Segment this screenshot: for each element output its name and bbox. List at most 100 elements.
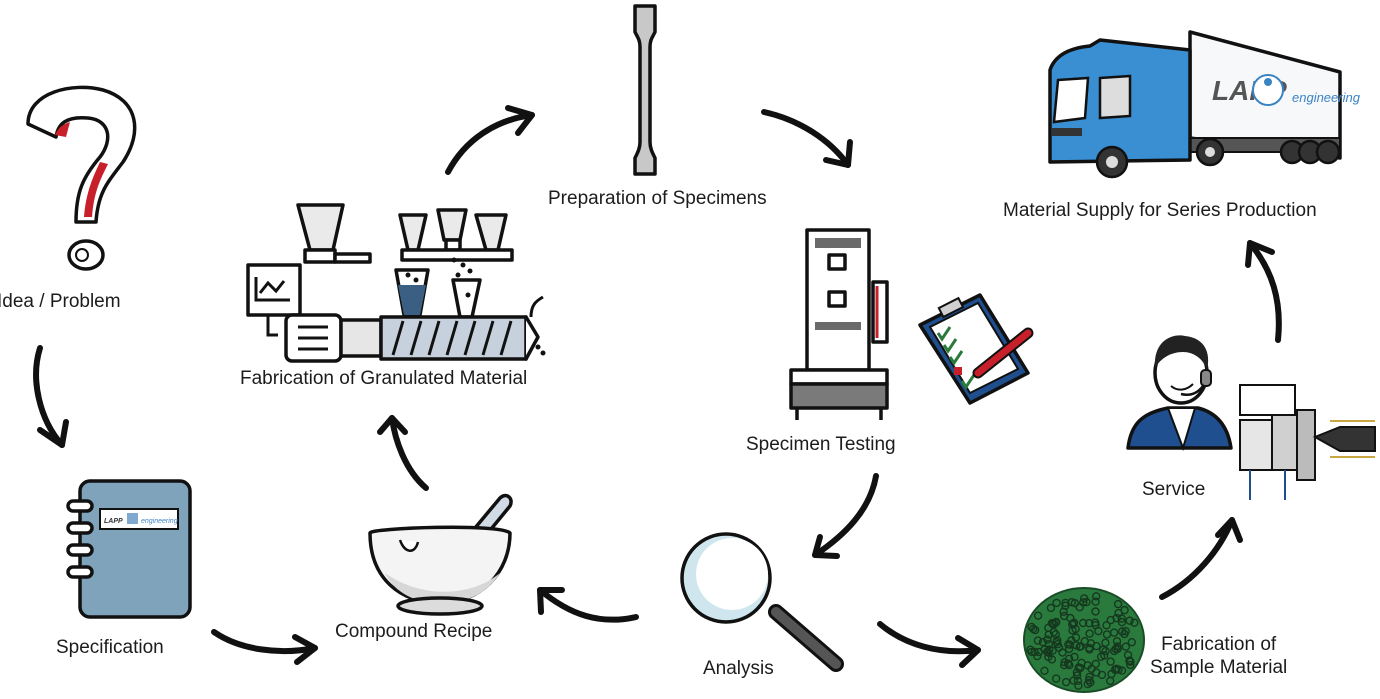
granule [1123,650,1133,660]
arrow-service-to-supply [1245,240,1282,343]
granule [1060,660,1069,670]
testing-machine-icon [789,228,889,420]
granule [1085,629,1094,638]
stage-label-idea: Idea / Problem [0,291,121,312]
arrow-analysis-to-compound [537,587,639,623]
granule [1102,621,1111,630]
granule [1051,618,1061,627]
granule [1113,642,1122,651]
granule [1027,622,1036,632]
granule [1117,618,1127,627]
arrow-analysis-to-sample [877,621,981,668]
granule [1080,637,1089,646]
service-agent-icon [1126,335,1233,452]
granule [1091,659,1101,669]
stage-label-analysis: Analysis [703,658,774,679]
granule [1075,603,1084,612]
stage-label-sample: Fabrication of Sample Material [1150,633,1287,679]
question-mark-icon [26,85,137,271]
granule [1047,655,1057,664]
granule [1097,670,1107,680]
granule [1052,638,1061,647]
granule [1048,646,1057,655]
stage-label-sample-line2: Sample Material [1150,657,1288,678]
granule [1047,619,1057,628]
arrow-testing-to-analysis [812,473,879,559]
truck-sub-text: engineering [1292,90,1361,105]
granule [1064,644,1074,654]
granule [1117,627,1127,636]
granule [1074,663,1083,672]
granule [1112,613,1121,623]
granule [1125,616,1134,625]
granule [1091,597,1100,606]
granule [1091,607,1100,616]
granule [1126,660,1135,670]
stage-label-testing: Specimen Testing [746,434,896,455]
stage-label-compound: Compound Recipe [335,621,493,642]
granule [1067,636,1076,645]
granule [1068,626,1077,635]
mortar-pestle-icon [368,493,513,616]
granule [1043,635,1052,644]
arrow-compound-to-granulate [377,415,429,491]
granule [1058,648,1067,657]
granule [1084,619,1094,628]
granule [1090,618,1100,627]
granule [1061,677,1071,687]
granule [1046,603,1056,613]
stage-label-sample-line1: Fabrication of [1161,634,1277,655]
svg-text:LAPP: LAPP [104,518,123,525]
granule [1080,594,1089,603]
granule [1120,605,1129,615]
granule [1072,641,1081,650]
granule [1049,627,1058,637]
granule [1044,640,1054,649]
granule [1029,624,1038,634]
arrow-granulate-to-specimens [445,105,535,175]
granule [1130,618,1139,627]
svg-text:engineering: engineering [141,518,178,525]
granule [1040,666,1049,676]
clipboard-icon [918,293,1034,405]
granule [1051,630,1060,639]
granule [1084,675,1094,685]
granule [1111,664,1120,674]
arrow-idea-to-specification [33,345,69,448]
granule [1073,676,1083,686]
granule [1106,657,1115,666]
granule [1074,681,1083,690]
granule [1109,628,1119,637]
granule [1092,641,1101,651]
granule [1026,645,1035,654]
granules-icon [1023,587,1145,693]
granule [1030,647,1039,657]
arrow-specification-to-compound [211,629,318,665]
granule [1033,636,1043,645]
granule [1083,661,1092,670]
notebook-icon: LAPP engineering [66,479,192,619]
granule [1064,654,1074,663]
arrow-specimens-to-testing [761,109,853,168]
extruder-icon [246,203,546,363]
granule [1033,611,1043,620]
granule [1052,674,1061,683]
truck-icon: LAPP engineering [1048,30,1361,179]
granule [1063,659,1073,668]
granule [1070,599,1080,608]
granule [1068,620,1077,629]
granule [1121,642,1131,651]
stage-label-supply: Material Supply for Series Production [1003,200,1317,221]
stage-label-specification: Specification [56,637,164,658]
granule [1070,652,1079,662]
granule [1078,618,1088,628]
arrow-sample-to-service [1159,517,1243,600]
granule [1101,646,1110,656]
granule [1069,618,1079,627]
injection-machine-icon [1239,384,1376,500]
granule [1127,638,1137,647]
granule [1094,626,1103,636]
stage-label-specimens: Preparation of Specimens [548,188,767,209]
magnifier-icon [680,532,844,672]
